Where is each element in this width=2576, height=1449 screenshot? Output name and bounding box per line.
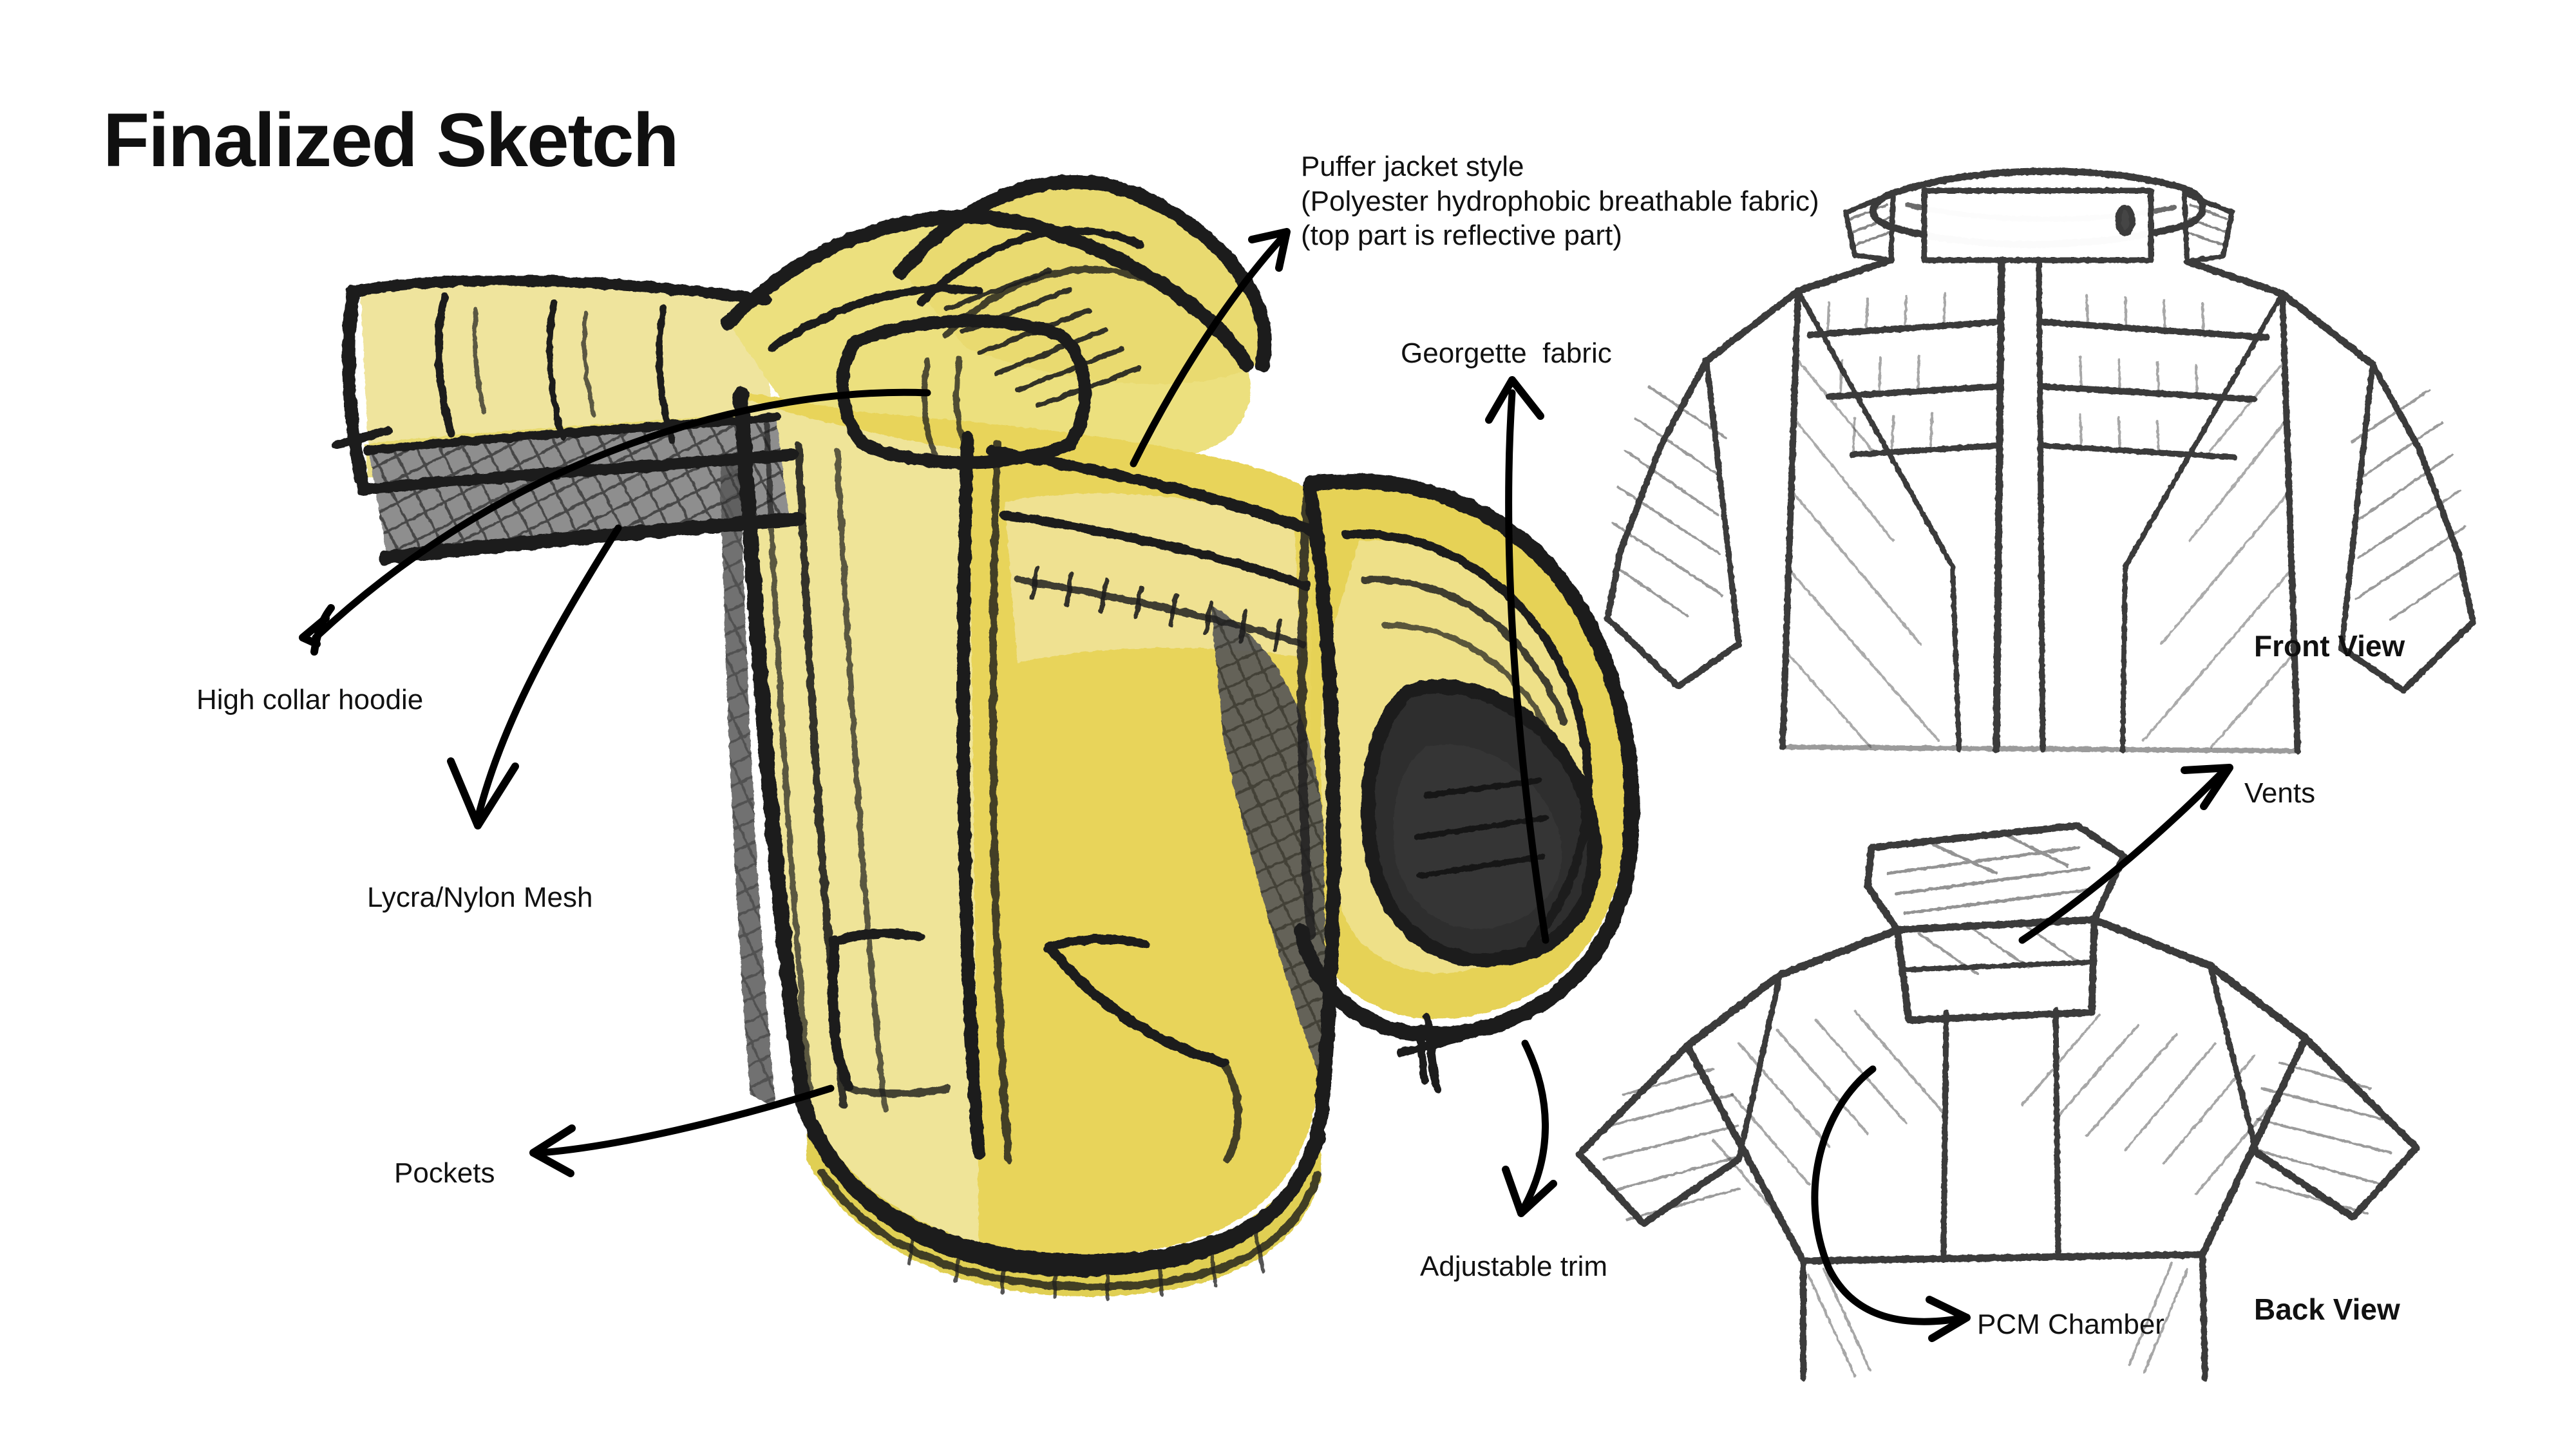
annotation-lycra-nylon-mesh: Lycra/Nylon Mesh <box>367 882 593 913</box>
main-jacket-colored-sketch <box>333 175 1640 1300</box>
annotation-arrows <box>299 228 2233 1342</box>
label-front-view: Front View <box>2254 629 2405 663</box>
annotation-pcm-chamber: PCM Chamber <box>1977 1309 2164 1340</box>
annotation-vents: Vents <box>2244 777 2316 809</box>
annotation-puffer-jacket-style: Puffer jacket style (Polyester hydrophob… <box>1301 151 1819 252</box>
annotation-high-collar-hoodie: High collar hoodie <box>196 684 424 715</box>
front-view-pencil-sketch <box>1604 167 2476 754</box>
back-view-pencil-sketch <box>1575 822 2420 1381</box>
annotation-pockets: Pockets <box>394 1157 495 1189</box>
annotation-georgette-fabric: Georgette fabric <box>1401 337 1612 369</box>
annotation-adjustable-trim: Adjustable trim <box>1420 1251 1608 1282</box>
page-title: Finalized Sketch <box>103 98 679 183</box>
label-back-view: Back View <box>2254 1293 2400 1326</box>
